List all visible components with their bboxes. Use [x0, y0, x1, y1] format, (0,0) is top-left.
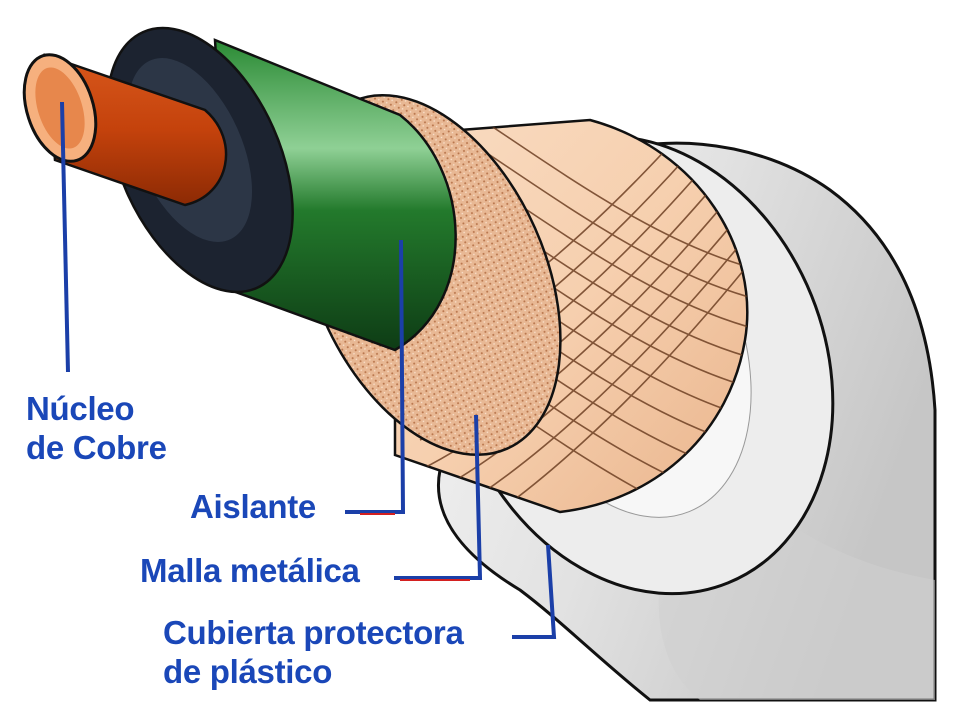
- leader-cubierta: [512, 544, 557, 639]
- leader-nucleo: [60, 101, 70, 373]
- leader-aislante: [345, 239, 406, 514]
- label-malla-metalica: Malla metálica: [140, 552, 360, 589]
- leader-lines: [60, 101, 557, 639]
- copper-core-shape: [22, 53, 228, 207]
- label-aislante: Aislante: [190, 488, 316, 525]
- label-cubierta-protectora: Cubierta protectora de plástico: [163, 614, 464, 690]
- leader-malla: [394, 414, 483, 580]
- label-nucleo-de-cobre: Núcleo de Cobre: [26, 390, 167, 466]
- leader-accents: [360, 513, 470, 581]
